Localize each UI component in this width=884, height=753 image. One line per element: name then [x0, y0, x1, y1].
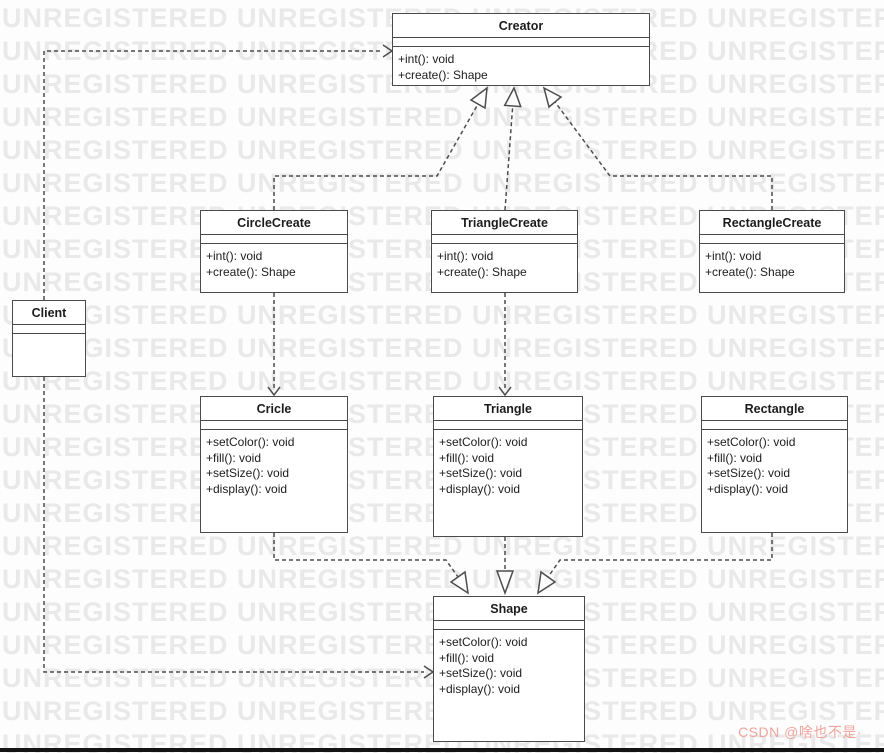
class-box-circlecreate: CircleCreate +int(): void+create(): Shap… — [200, 210, 348, 293]
method-text: +int(): void — [705, 249, 762, 263]
method-text: +setColor(): void — [707, 435, 796, 449]
class-name: CircleCreate — [201, 211, 347, 235]
method-text: +fill(): void — [206, 450, 262, 465]
method-text: +fill(): void — [439, 650, 495, 665]
methods-compartment: +int(): void+create(): Shape — [432, 244, 577, 282]
class-name: Triangle — [434, 397, 582, 421]
methods-compartment: +int(): void+create(): Shape — [700, 244, 844, 282]
method-text: +fill(): void — [707, 450, 763, 465]
methods-compartment-empty — [13, 334, 85, 376]
class-box-rectanglecreate: RectangleCreate +int(): void+create(): S… — [699, 210, 845, 293]
method-text: +int(): void — [398, 52, 455, 66]
attributes-compartment — [432, 235, 577, 244]
methods-compartment: +setColor(): void+fill(): void+setSize()… — [434, 430, 582, 499]
method-text: +setSize(): void — [439, 466, 523, 480]
method-text: +create(): Shape — [398, 67, 488, 82]
attributes-compartment — [13, 325, 85, 334]
method-text: +setColor(): void — [206, 435, 295, 449]
dependency-client-shape — [43, 377, 424, 673]
dependency-client-creator — [43, 50, 383, 300]
attributes-compartment — [201, 235, 347, 244]
hollow-triangle-arrowhead-icon — [503, 86, 522, 108]
open-arrowhead-icon — [382, 44, 394, 58]
method-text: +create(): Shape — [206, 264, 296, 279]
class-box-creator: Creator +int(): void+create(): Shape — [392, 13, 650, 86]
class-box-shape: Shape +setColor(): void+fill(): void+set… — [433, 596, 585, 742]
method-text: +fill(): void — [439, 450, 495, 465]
attributes-compartment — [702, 421, 847, 430]
attributes-compartment — [393, 38, 649, 47]
class-box-rectangle: Rectangle +setColor(): void+fill(): void… — [701, 396, 848, 533]
hollow-triangle-arrowhead-icon — [469, 86, 488, 110]
open-arrowhead-icon — [423, 665, 435, 679]
method-text: +int(): void — [206, 249, 263, 263]
class-name: Shape — [434, 597, 584, 621]
hollow-triangle-arrowhead-icon — [495, 570, 515, 596]
method-text: +setColor(): void — [439, 635, 528, 649]
open-arrowhead-icon — [498, 386, 512, 397]
class-name: TriangleCreate — [432, 211, 577, 235]
class-box-trianglecreate: TriangleCreate +int(): void+create(): Sh… — [431, 210, 578, 293]
bottom-divider — [0, 748, 884, 752]
method-text: +setSize(): void — [439, 666, 523, 680]
realization-rectangle-shape — [547, 533, 773, 578]
class-box-triangle: Triangle +setColor(): void+fill(): void+… — [433, 396, 583, 537]
method-text: +create(): Shape — [437, 264, 527, 279]
class-name: Cricle — [201, 397, 347, 421]
method-text: +int(): void — [437, 249, 494, 263]
class-name: Creator — [393, 14, 649, 38]
hollow-triangle-arrowhead-icon — [542, 86, 563, 109]
attributes-compartment — [201, 421, 347, 430]
class-name: RectangleCreate — [700, 211, 844, 235]
method-text: +create(): Shape — [705, 264, 795, 279]
methods-compartment: +setColor(): void+fill(): void+setSize()… — [434, 630, 584, 699]
method-text: +display(): void — [707, 481, 789, 496]
attributes-compartment — [700, 235, 844, 244]
realization-trianglecreate-creator — [504, 105, 514, 211]
class-name: Rectangle — [702, 397, 847, 421]
hollow-triangle-arrowhead-icon — [537, 570, 557, 595]
attributes-compartment — [434, 421, 582, 430]
method-text: +setColor(): void — [439, 435, 528, 449]
method-text: +setSize(): void — [206, 466, 290, 480]
methods-compartment: +int(): void+create(): Shape — [201, 244, 347, 282]
realization-circlecreate-creator — [273, 103, 479, 210]
class-box-cricle: Cricle +setColor(): void+fill(): void+se… — [200, 396, 348, 533]
realization-rectanglecreate-creator — [554, 101, 773, 210]
method-text: +setSize(): void — [707, 466, 791, 480]
csdn-author-credit: CSDN @啥也不是· — [738, 724, 862, 740]
method-text: +display(): void — [439, 481, 521, 496]
attributes-compartment — [434, 621, 584, 630]
hollow-triangle-arrowhead-icon — [449, 570, 469, 595]
class-box-client: Client — [12, 300, 86, 377]
realization-cricle-shape — [273, 533, 459, 578]
open-arrowhead-icon — [267, 386, 281, 397]
method-text: +display(): void — [439, 681, 521, 696]
class-name: Client — [13, 301, 85, 325]
method-text: +display(): void — [206, 481, 288, 496]
methods-compartment: +int(): void+create(): Shape — [393, 47, 649, 85]
methods-compartment: +setColor(): void+fill(): void+setSize()… — [201, 430, 347, 499]
methods-compartment: +setColor(): void+fill(): void+setSize()… — [702, 430, 847, 499]
